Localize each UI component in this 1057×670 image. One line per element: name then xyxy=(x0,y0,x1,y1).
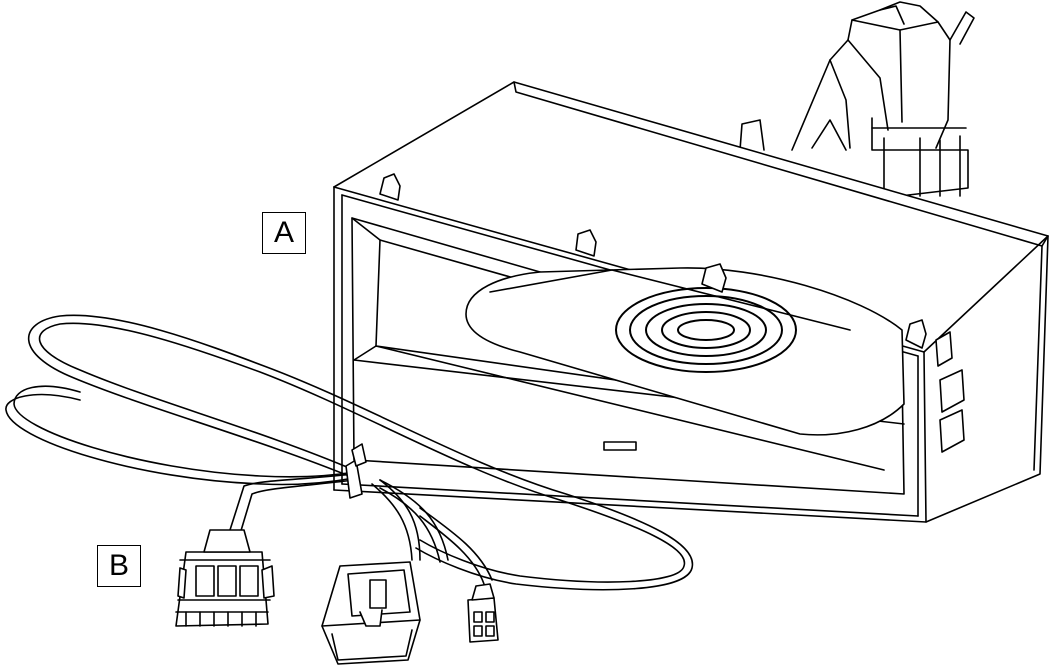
callout-label-a: A xyxy=(262,212,306,254)
cable-tie xyxy=(345,443,367,499)
connector-center xyxy=(321,561,421,665)
charging-pad xyxy=(465,267,905,436)
side-latches xyxy=(935,331,965,453)
charging-coil-icon xyxy=(615,287,797,373)
callout-label-b: B xyxy=(97,545,141,587)
connector-left xyxy=(175,529,275,627)
wiring-harness-part-b xyxy=(5,314,694,665)
harness-cable xyxy=(5,314,694,591)
charger-pocket-part-a xyxy=(333,1,1049,523)
rear-bracket xyxy=(739,1,975,197)
connector-right xyxy=(467,583,499,643)
front-slot xyxy=(603,441,637,451)
retaining-clips xyxy=(379,173,927,349)
